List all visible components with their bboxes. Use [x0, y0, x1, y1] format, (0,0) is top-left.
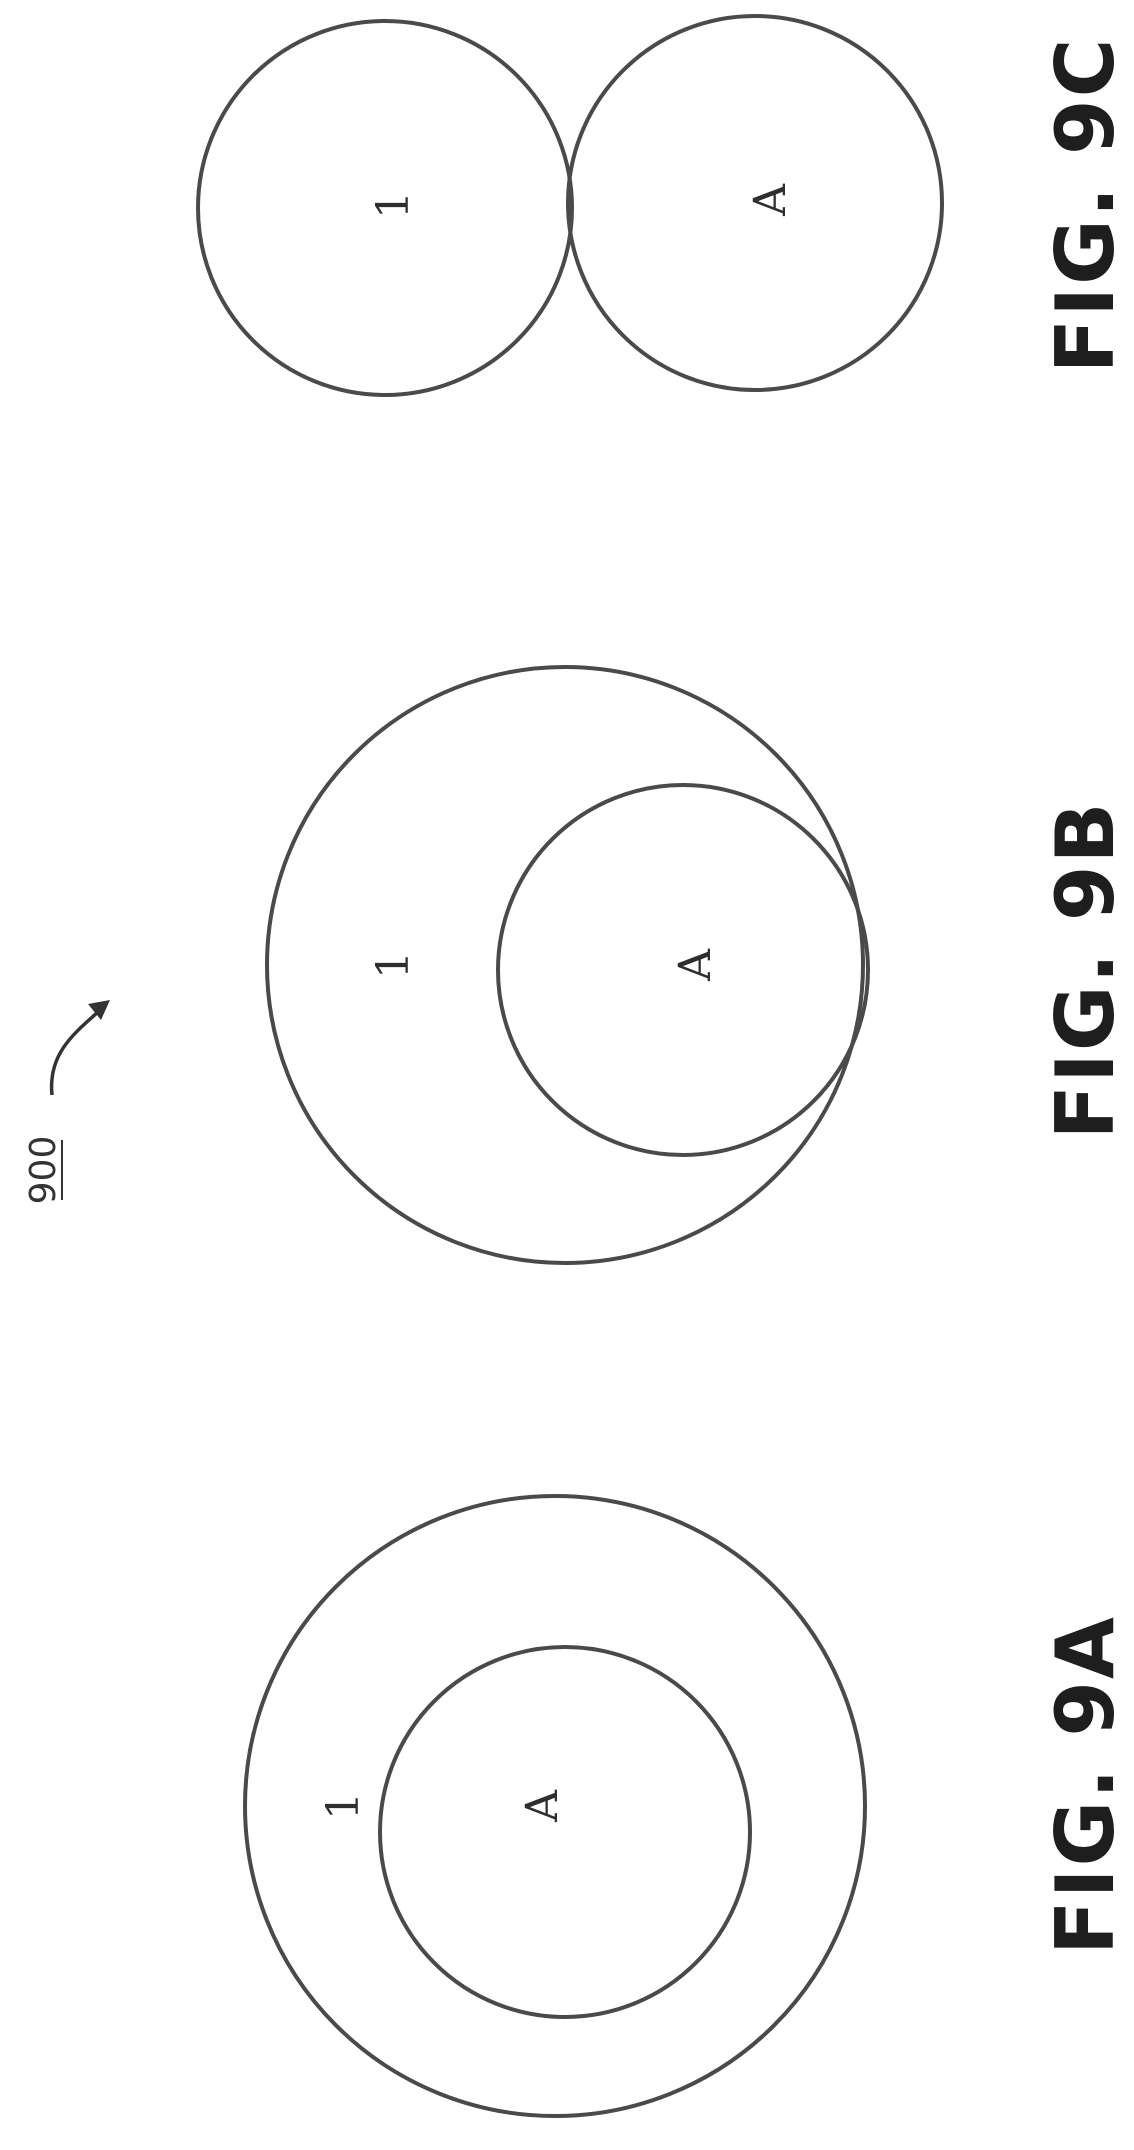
fig-9a-inner-circle: [380, 1647, 750, 2017]
fig-9b-inner-label: A: [670, 948, 721, 982]
figure-9b: 1 A FIG. 9B: [267, 667, 1132, 1263]
fig-9c-caption: FIG. 9C: [1039, 37, 1132, 374]
fig-9b-outer-label: 1: [368, 951, 419, 979]
fig-9b-caption: FIG. 9B: [1039, 801, 1132, 1140]
leader-arrow: [52, 1012, 98, 1095]
fig-9a-inner-label: A: [517, 1789, 568, 1823]
fig-9b-outer-circle: [267, 667, 863, 1263]
fig-9a-caption: FIG. 9A: [1039, 1615, 1132, 1955]
fig-9a-outer-label: 1: [318, 1792, 369, 1820]
reference-900-group: 900: [23, 1000, 110, 1204]
reference-numeral: 900: [23, 1136, 64, 1205]
fig-9c-left-label: 1: [368, 191, 419, 219]
fig-9c-right-label: A: [745, 183, 796, 217]
figure-9a: 1 A FIG. 9A: [245, 1496, 1132, 2116]
figure-9c: 1 A FIG. 9C: [198, 16, 1132, 395]
